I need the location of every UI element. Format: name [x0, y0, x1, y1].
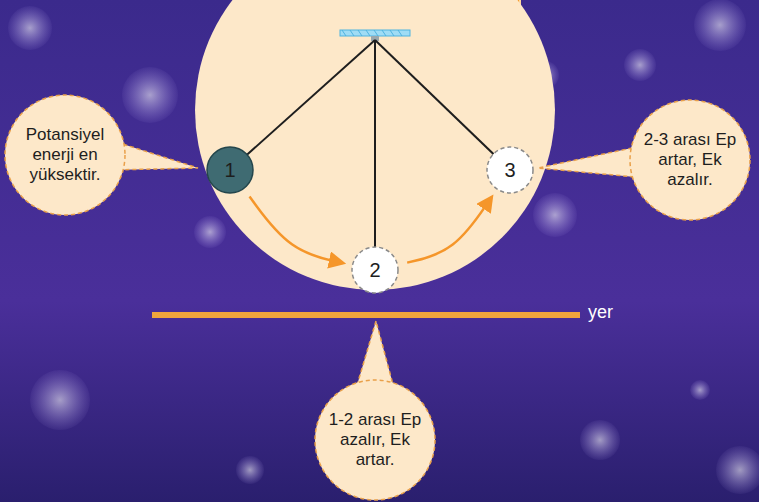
callout-tails	[110, 140, 646, 392]
position-number: 3	[504, 160, 515, 180]
pendulum-strings	[230, 40, 510, 270]
callout-text: Potansiyel enerji en yüksektir.	[17, 125, 113, 185]
pendulum-ball: 1	[205, 145, 255, 195]
pendulum-ball: 3	[485, 145, 535, 195]
callout-bubble: 2-3 arası Ep artar, Ek azalır.	[628, 98, 752, 222]
ground-label: yer	[588, 302, 613, 323]
position-number: 1	[224, 160, 235, 180]
node-circle	[5, 95, 125, 215]
motion-arrow	[250, 197, 343, 263]
position-number: 2	[369, 260, 380, 280]
node-circle	[487, 147, 533, 193]
node-circle	[352, 247, 398, 293]
ceiling	[340, 30, 410, 41]
callout-text: 2-3 arası Ep artar, Ek azalır.	[642, 130, 738, 190]
node-circle	[315, 380, 435, 500]
callout-bubble: 1-2 arası Ep azalır, Ek artar.	[313, 378, 437, 502]
node-circle	[207, 147, 253, 193]
callout-text: 1-2 arası Ep azalır, Ek artar.	[327, 410, 423, 470]
callout-bubble: Potansiyel enerji en yüksektir.	[3, 93, 127, 217]
pendulum-ball: 2	[350, 245, 400, 295]
node-circle	[630, 100, 750, 220]
ground-line	[152, 312, 580, 318]
motion-arrow	[407, 197, 491, 262]
